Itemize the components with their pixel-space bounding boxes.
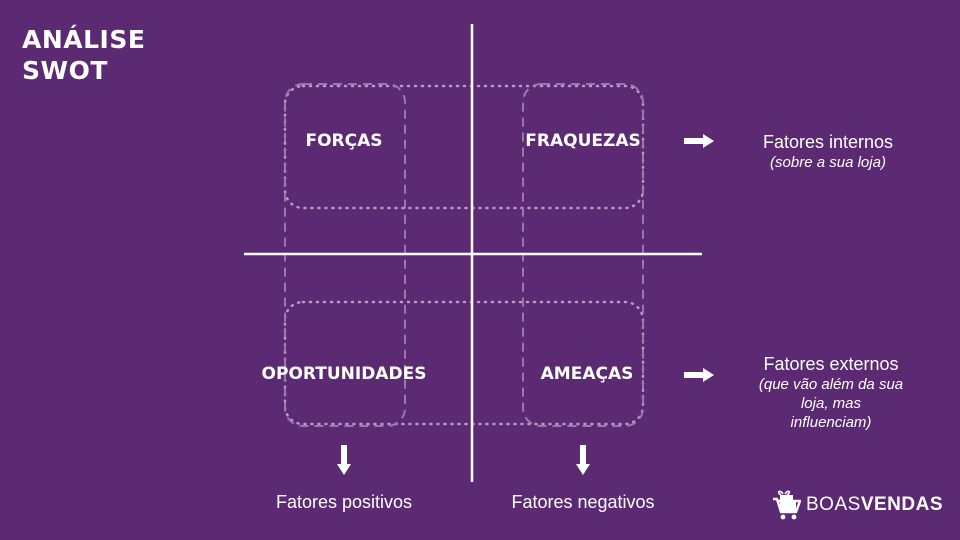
quadrant-strengths: FORÇAS [305,131,383,151]
arrow-down-icon [576,445,590,475]
arrow-right-icon [684,134,714,148]
external-factors-note-2: loja, mas [800,395,862,412]
logo-part-2: VENDAS [860,494,943,515]
external-factors-label: Fatores externos [763,354,899,374]
external-factors: Fatores externos (que vão além da sua lo… [759,353,903,432]
positive-factors-label: Fatores positivos [275,492,413,512]
quadrant-opportunities: OPORTUNIDADES [261,364,427,384]
title-line-1: ANÁLISE [22,25,146,54]
shopping-cart-gift-icon [773,490,802,520]
quadrant-weaknesses: FRAQUEZAS [525,131,641,151]
internal-factors-label: Fatores internos [762,132,894,152]
slide-title: ANÁLISE SWOT [22,24,145,86]
boasvendas-logo: BOASVENDAS [772,488,943,522]
arrow-down-icon [337,445,351,475]
quadrant-threats: AMEAÇAS [540,364,634,384]
title-line-2: SWOT [22,56,108,85]
negative-factors-label: Fatores negativos [511,492,655,512]
logo-part-1: BOAS [806,494,861,515]
arrow-right-icon [684,368,714,382]
internal-factors: Fatores internos (sobre a sua loja) [763,131,893,172]
external-factors-note-1: (que vão além da sua [758,376,904,393]
external-factors-note-3: influenciam) [790,414,872,431]
logo-wordmark: BOASVENDAS [806,494,943,516]
internal-factors-note: (sobre a sua loja) [770,154,886,171]
bottom-row-box [283,300,645,426]
